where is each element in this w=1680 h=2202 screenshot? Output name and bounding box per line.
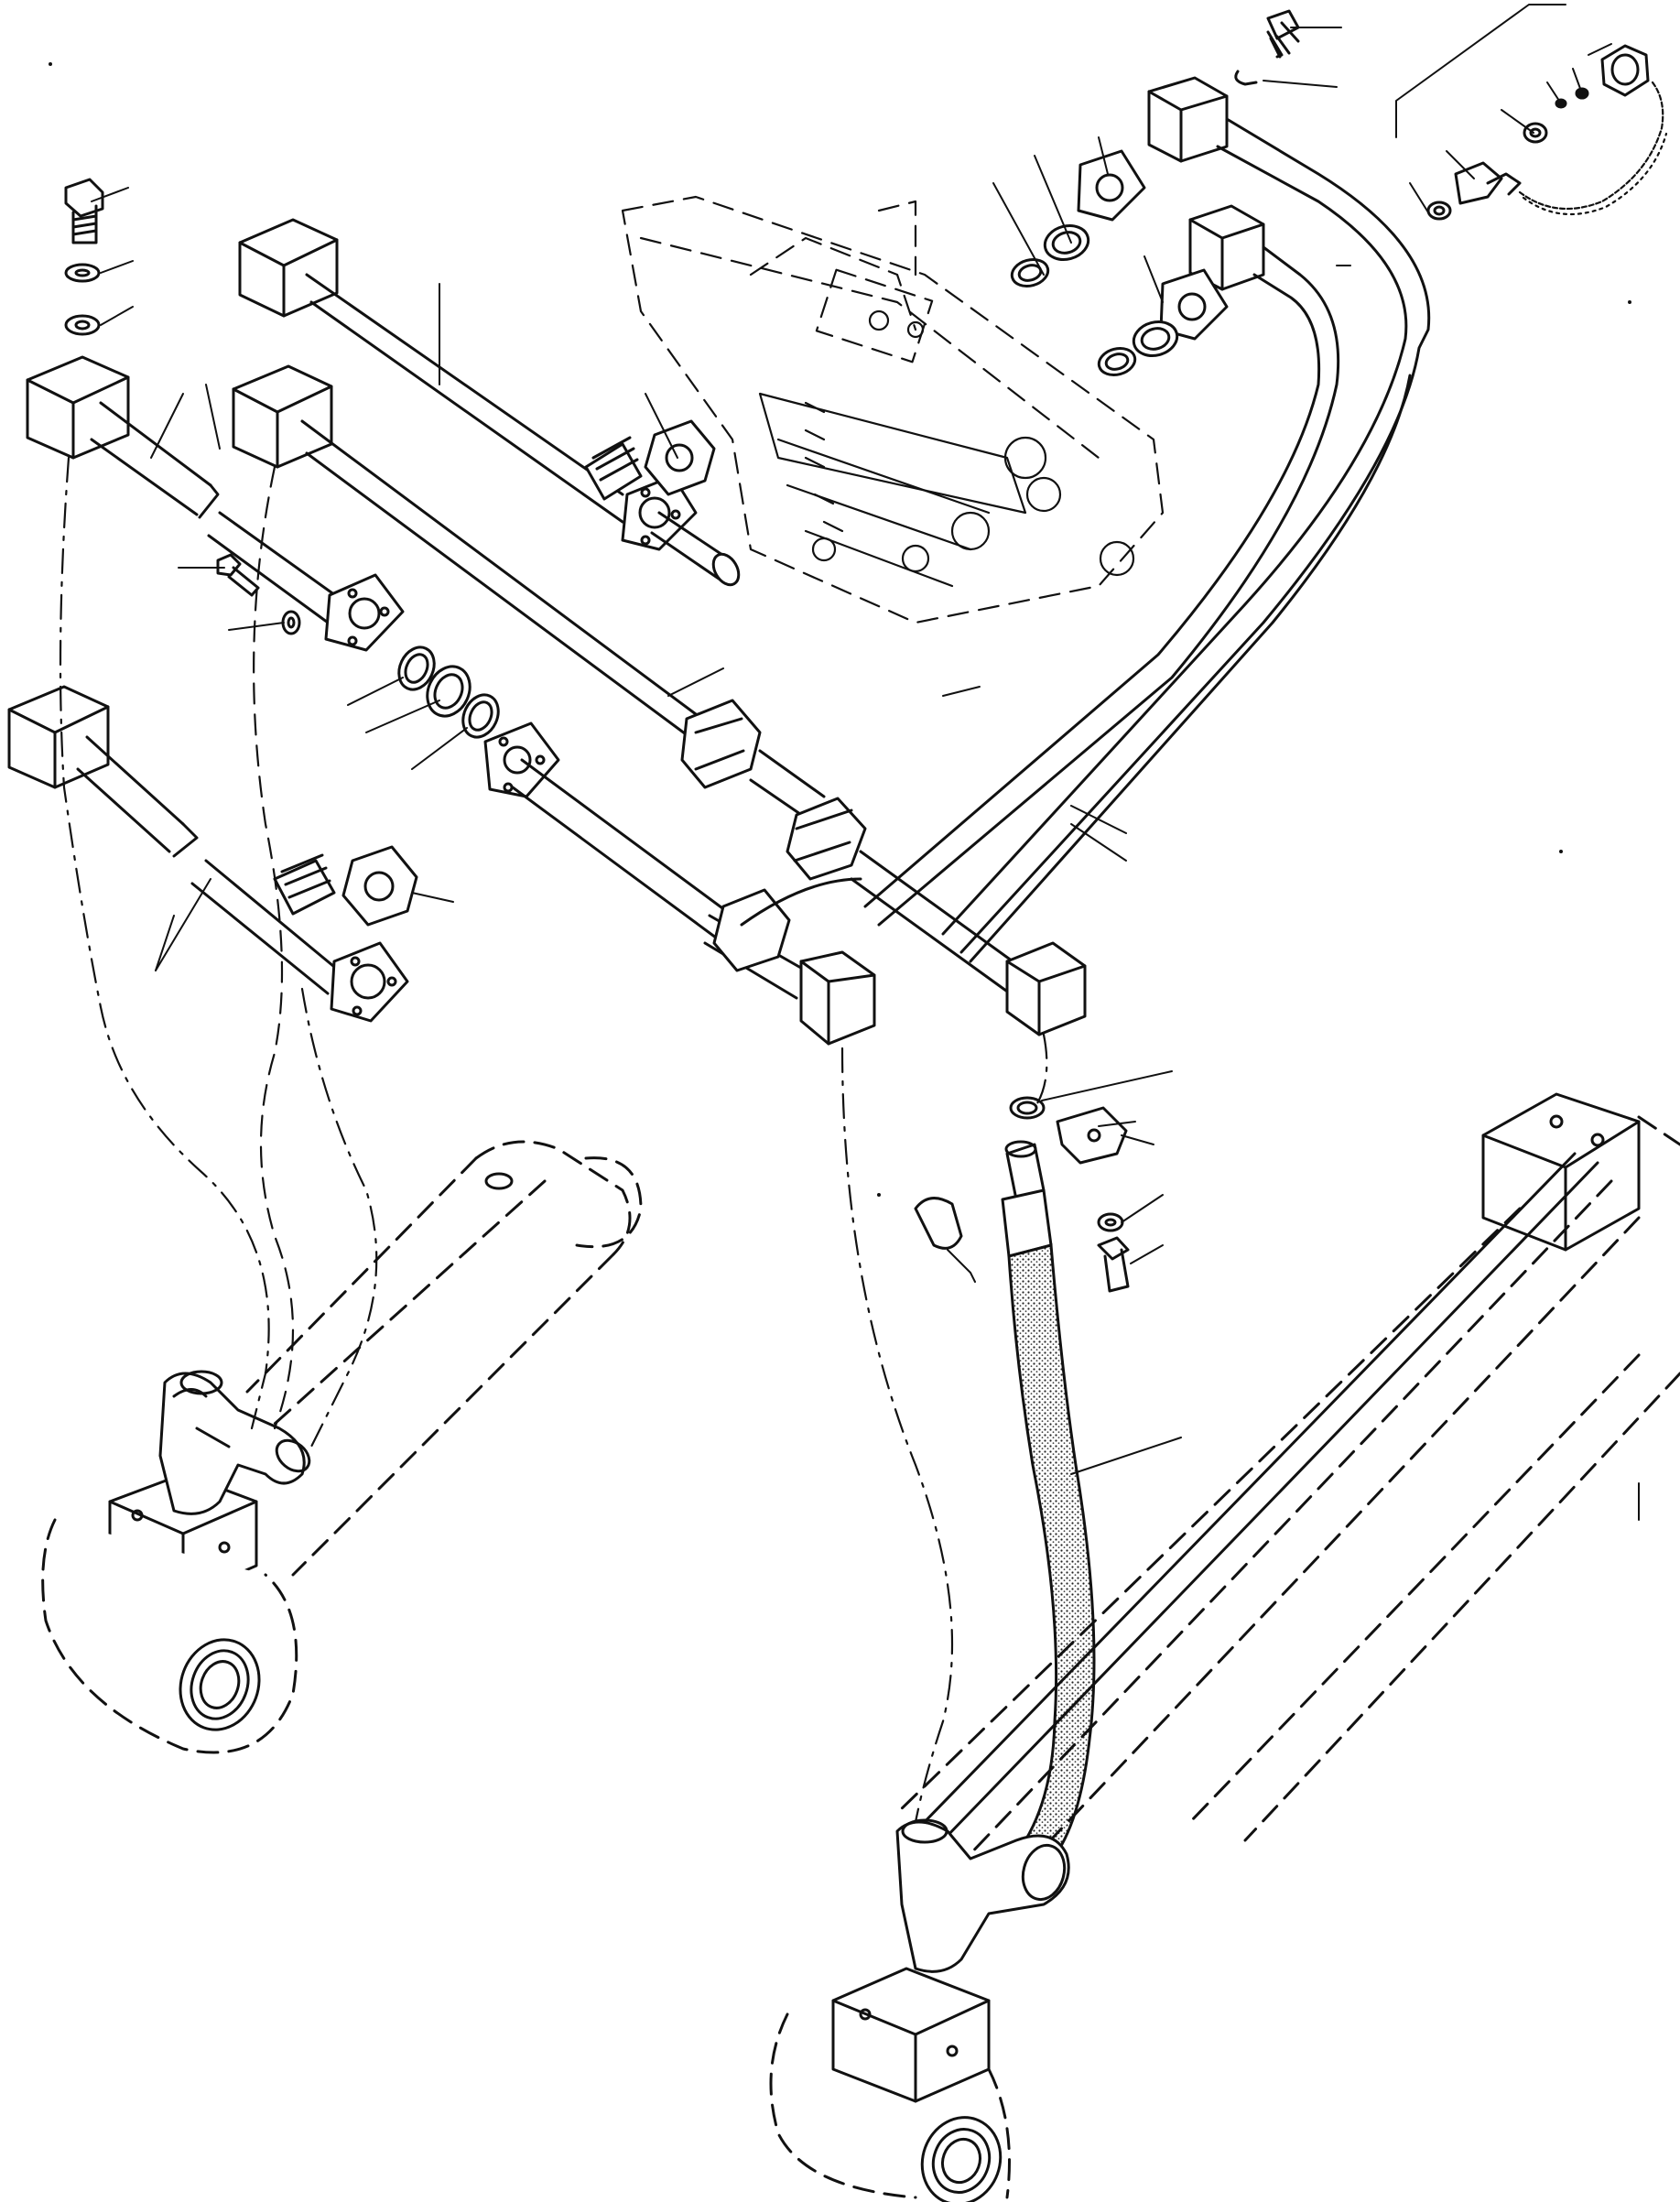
hose [1001, 1140, 1096, 1861]
hydraulic-cylinder-left [41, 1140, 643, 1754]
tube-lower-left [7, 685, 409, 1023]
fitting-upper [584, 436, 643, 501]
lock-washer-hose [1097, 1212, 1124, 1232]
tube-tee-junction [703, 797, 1087, 1046]
washer-top-right [1523, 87, 1589, 144]
tube-bundle [863, 76, 1431, 963]
leader-lines [91, 4, 1640, 1521]
tube-long-center [232, 364, 826, 826]
routing-lines [59, 456, 1048, 1824]
half-clamp-left [914, 1197, 963, 1250]
lock-nut-lower [341, 845, 418, 927]
chain [1518, 81, 1668, 216]
clip-top [1234, 70, 1258, 86]
flat-washer [64, 314, 101, 336]
hex-bolt-small [216, 553, 260, 597]
backup-ring [426, 665, 500, 739]
bolt-hose [1097, 1236, 1130, 1293]
fitting-lower [273, 853, 336, 916]
tube-upper-left [238, 218, 741, 587]
half-clamp-right [1056, 1106, 1128, 1165]
split-flange [483, 721, 734, 945]
hex-bolt [64, 178, 104, 244]
dust-cap [1600, 44, 1650, 97]
hydraulic-cylinder-right [769, 1092, 1680, 2202]
o-ring [397, 645, 436, 691]
lock-washer [64, 263, 101, 283]
bolt-top [1266, 9, 1300, 59]
o-ring-hose [1009, 1096, 1046, 1120]
control-valve [621, 195, 1165, 624]
adapter [1426, 161, 1522, 221]
lock-nut-upper [644, 419, 716, 496]
o-ring-upper [1010, 224, 1179, 376]
tube-middle-left [26, 355, 405, 652]
specks [49, 62, 1631, 1197]
lock-washer-small [281, 610, 301, 635]
